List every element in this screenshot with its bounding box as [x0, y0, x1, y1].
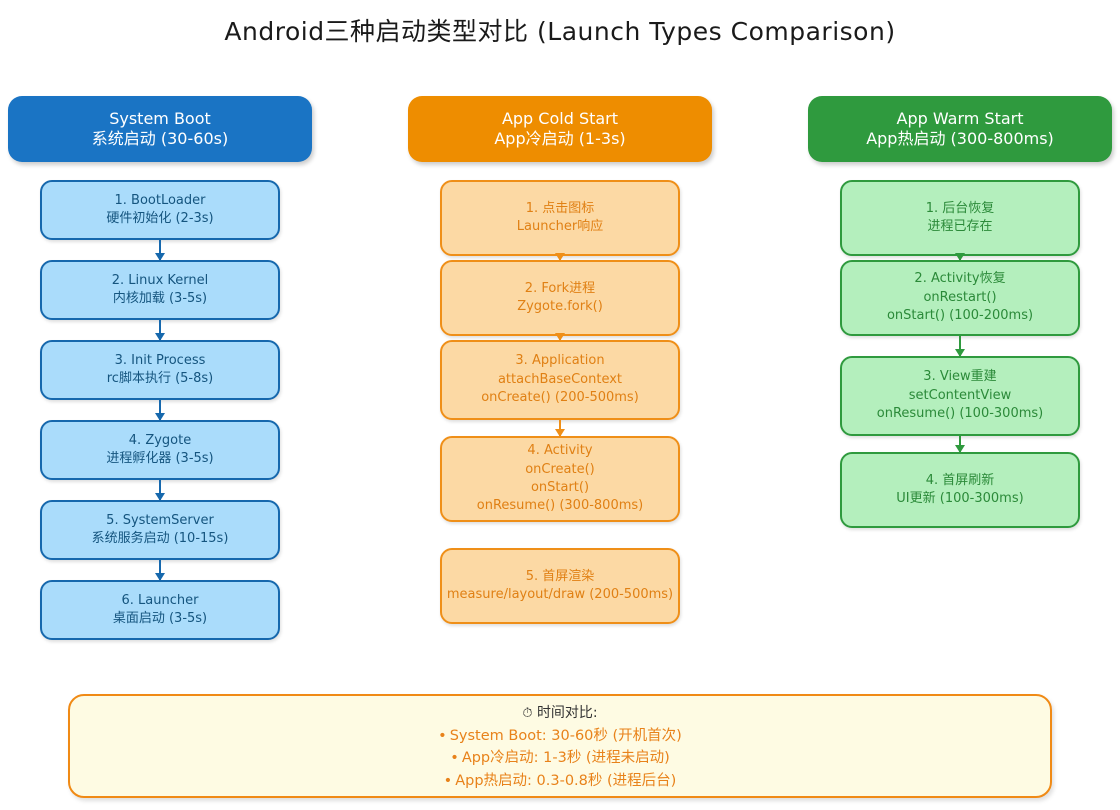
node-system-boot-3[interactable]: 3. Init Process rc脚本执行 (5-8s)	[40, 340, 280, 400]
arrow-warm-start-2-3	[955, 336, 965, 357]
node-system-boot-2[interactable]: 2. Linux Kernel 内核加载 (3-5s)	[40, 260, 280, 320]
node-line: Launcher响应	[516, 219, 604, 234]
node-line: 硬件初始化 (2-3s)	[106, 211, 214, 226]
column-header-title-zh: App冷启动 (1-3s)	[494, 129, 626, 148]
node-line: 2. Fork进程	[524, 280, 596, 296]
node-system-boot-6[interactable]: 6. Launcher 桌面启动 (3-5s)	[40, 580, 280, 640]
column-app-warm-start: App Warm Start App热启动 (300-800ms) 1. 后台恢…	[808, 96, 1112, 528]
node-line: 进程孵化器 (3-5s)	[106, 451, 214, 466]
column-header-system-boot: System Boot 系统启动 (30-60s)	[8, 96, 312, 162]
column-header-app-cold-start: App Cold Start App冷启动 (1-3s)	[408, 96, 712, 162]
node-warm-start-1[interactable]: 1. 后台恢复 进程已存在	[840, 180, 1080, 256]
node-cold-start-2[interactable]: 2. Fork进程 Zygote.fork()	[440, 260, 680, 336]
bullet-icon: •	[443, 772, 453, 789]
column-system-boot: System Boot 系统启动 (30-60s) 1. BootLoader …	[8, 96, 312, 640]
node-line: onStart()	[530, 480, 590, 495]
node-line: rc脚本执行 (5-8s)	[106, 371, 214, 386]
node-line: 1. 后台恢复	[925, 200, 995, 216]
column-header-title-en: App Warm Start	[896, 108, 1024, 128]
column-app-cold-start: App Cold Start App冷启动 (1-3s) 1. 点击图标 Lau…	[408, 96, 712, 624]
node-line: 3. Init Process	[114, 352, 206, 368]
summary-item: •System Boot: 30-60秒 (开机首次)	[438, 725, 682, 747]
node-cold-start-1[interactable]: 1. 点击图标 Launcher响应	[440, 180, 680, 256]
node-line: 2. Activity恢复	[914, 271, 1006, 287]
arrow-system-boot-4-5	[155, 480, 165, 501]
summary-item: •App冷启动: 1-3秒 (进程未启动)	[450, 747, 670, 769]
node-line: 内核加载 (3-5s)	[112, 291, 208, 306]
column-header-title-zh: App热启动 (300-800ms)	[866, 129, 1054, 148]
arrow-system-boot-1-2	[155, 240, 165, 261]
column-header-app-warm-start: App Warm Start App热启动 (300-800ms)	[808, 96, 1112, 162]
node-line: 2. Linux Kernel	[111, 272, 209, 288]
node-line: setContentView	[908, 387, 1012, 403]
node-line: 5. SystemServer	[106, 512, 214, 528]
node-line: onResume() (300-800ms)	[476, 498, 644, 514]
summary-heading: ⏱ 时间对比:	[522, 702, 597, 722]
arrow-cold-start-1-2	[555, 253, 565, 261]
stopwatch-icon: ⏱	[522, 705, 533, 721]
summary-item: •App热启动: 0.3-0.8秒 (进程后台)	[444, 770, 677, 792]
summary-item-label: System Boot: 30-60秒 (开机首次)	[449, 727, 682, 744]
column-header-title-zh: 系统启动 (30-60s)	[91, 129, 229, 148]
node-line: 3. Application	[515, 353, 605, 369]
summary-heading-label: 时间对比:	[536, 704, 598, 721]
arrow-system-boot-3-4	[155, 400, 165, 421]
node-line: 4. 首屏刷新	[925, 472, 995, 488]
node-line: 1. BootLoader	[114, 192, 206, 208]
arrow-cold-start-3-4	[555, 420, 565, 437]
node-line: 桌面启动 (3-5s)	[112, 611, 208, 626]
node-cold-start-3[interactable]: 3. Application attachBaseContext onCreat…	[440, 340, 680, 420]
node-line: onCreate()	[525, 461, 595, 477]
node-line: 4. Zygote	[128, 432, 192, 448]
node-line: onCreate() (200-500ms)	[481, 390, 639, 406]
bullet-icon: •	[450, 750, 459, 767]
node-line: 进程已存在	[927, 219, 993, 234]
summary-item-label: App冷启动: 1-3秒 (进程未启动)	[461, 750, 670, 767]
node-line: 5. 首屏渲染	[525, 568, 595, 584]
arrow-cold-start-2-3	[555, 333, 565, 341]
node-cold-start-4[interactable]: 4. Activity onCreate() onStart() onResum…	[440, 436, 680, 522]
node-warm-start-2[interactable]: 2. Activity恢复 onRestart() onStart() (100…	[840, 260, 1080, 336]
node-line: 1. 点击图标	[525, 200, 595, 216]
column-header-title-en: App Cold Start	[501, 108, 619, 128]
node-line: Zygote.fork()	[517, 299, 603, 314]
node-system-boot-4[interactable]: 4. Zygote 进程孵化器 (3-5s)	[40, 420, 280, 480]
arrow-warm-start-1-2	[955, 253, 965, 261]
node-warm-start-3[interactable]: 3. View重建 setContentView onResume() (100…	[840, 356, 1080, 436]
column-header-title-en: System Boot	[109, 108, 211, 128]
node-warm-start-4[interactable]: 4. 首屏刷新 UI更新 (100-300ms)	[840, 452, 1080, 528]
node-system-boot-5[interactable]: 5. SystemServer 系统服务启动 (10-15s)	[40, 500, 280, 560]
node-line: 4. Activity	[527, 443, 593, 459]
node-line: onStart() (100-200ms)	[886, 308, 1034, 324]
node-system-boot-1[interactable]: 1. BootLoader 硬件初始化 (2-3s)	[40, 180, 280, 240]
arrow-system-boot-5-6	[155, 560, 165, 581]
page-title: Android三种启动类型对比 (Launch Types Comparison…	[224, 17, 896, 46]
node-line: measure/layout/draw (200-500ms)	[446, 587, 674, 602]
node-line: 6. Launcher	[121, 592, 199, 608]
node-line: onRestart()	[923, 289, 997, 305]
node-line: 系统服务启动 (10-15s)	[91, 531, 229, 546]
node-cold-start-5[interactable]: 5. 首屏渲染 measure/layout/draw (200-500ms)	[440, 548, 680, 624]
node-line: onResume() (100-300ms)	[876, 406, 1044, 422]
node-line: UI更新 (100-300ms)	[896, 491, 1024, 506]
arrow-warm-start-3-4	[955, 436, 965, 453]
node-line: 3. View重建	[923, 369, 997, 385]
bullet-icon: •	[438, 727, 447, 744]
arrow-system-boot-2-3	[155, 320, 165, 341]
time-comparison-summary: ⏱ 时间对比: •System Boot: 30-60秒 (开机首次) •App…	[68, 694, 1052, 798]
node-line: attachBaseContext	[497, 371, 623, 387]
summary-item-label: App热启动: 0.3-0.8秒 (进程后台)	[455, 772, 677, 789]
